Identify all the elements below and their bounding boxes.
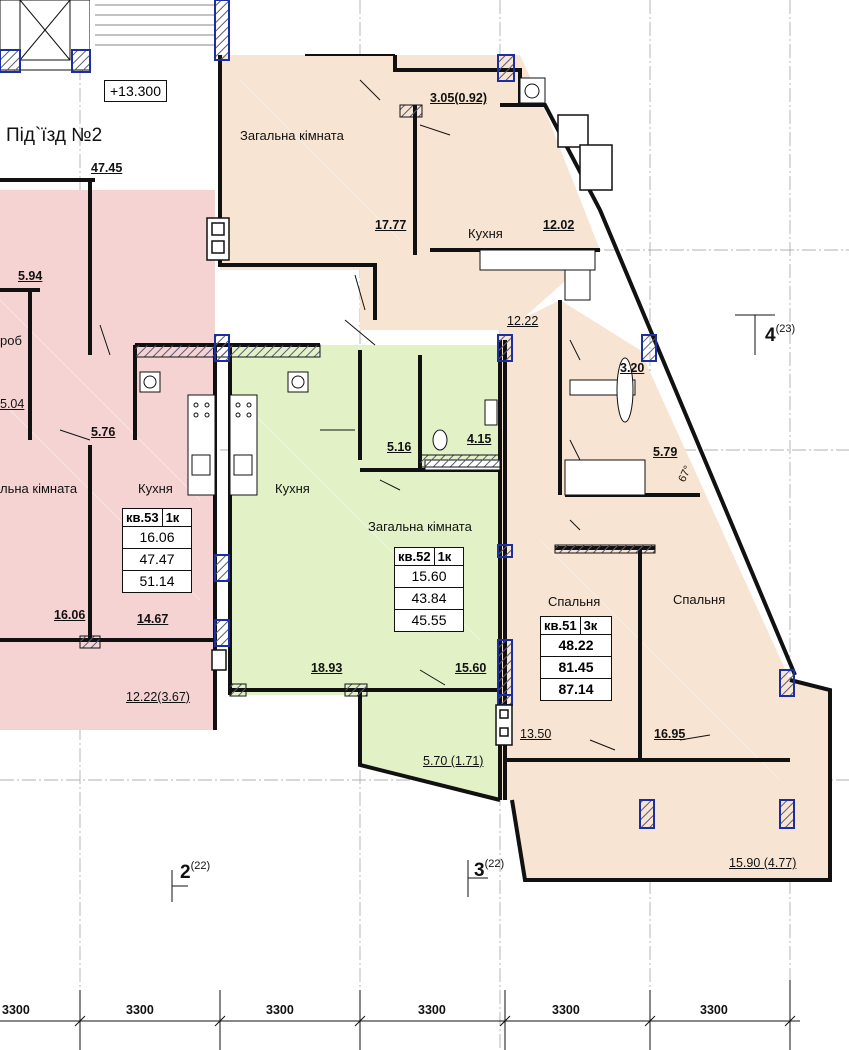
room-living-53: льна кімната — [0, 481, 78, 496]
section-sheet: (22) — [484, 858, 505, 870]
area-label: 16.95 — [654, 727, 686, 741]
dimension-label: 3300 — [2, 1003, 30, 1017]
dimension-label: 3300 — [266, 1003, 294, 1017]
room-bedroom-51b: Спальня — [673, 592, 726, 607]
living-area: 16.06 — [123, 527, 191, 549]
area-label: 12.22 — [507, 314, 539, 328]
area-label: 5.79 — [653, 445, 678, 459]
area-label: 5.16 — [387, 440, 412, 454]
section-marker-2: 2(22) — [180, 860, 211, 884]
total-area: 43.84 — [395, 588, 463, 610]
section-markers — [171, 314, 775, 902]
apartment-rooms: 3к — [579, 617, 601, 634]
dimension-label: 3300 — [552, 1003, 580, 1017]
area-label: 4.15 — [467, 432, 492, 446]
area-label: 15.90 (4.77) — [729, 856, 797, 870]
dimension-label: 3300 — [418, 1003, 446, 1017]
room-living-52: Загальна кімната — [368, 519, 472, 534]
section-number: 4 — [765, 325, 776, 346]
living-area: 48.22 — [541, 635, 611, 657]
area-label: 14.67 — [137, 612, 169, 626]
living-area: 15.60 — [395, 566, 463, 588]
stair-shaft — [0, 0, 220, 71]
room-kitchen-53: Кухня — [138, 481, 173, 496]
dimension-line — [0, 980, 800, 1050]
area-label: 5.04 — [0, 397, 25, 411]
area-label: 17.77 — [375, 218, 407, 232]
furniture-and-doors — [59, 54, 711, 751]
area-label: 47.45 — [91, 161, 123, 175]
apartment-rooms: 1к — [161, 509, 183, 526]
area-label: 18.93 — [311, 661, 343, 675]
section-marker-4: 4(23) — [765, 323, 796, 347]
section-number: 3 — [474, 860, 485, 881]
total-area: 47.47 — [123, 549, 191, 571]
area-label: 12.22(3.67) — [126, 690, 190, 704]
vent-blocks — [206, 217, 513, 746]
total-area-with-balcony: 87.14 — [558, 681, 594, 697]
area-label: 12.02 — [543, 218, 575, 232]
apartment-number: кв.53 — [126, 510, 159, 525]
area-label: 3.20 — [620, 361, 645, 375]
room-kitchen-top: Кухня — [468, 226, 503, 241]
columns — [0, 0, 795, 829]
room-kitchen-52: Кухня — [275, 481, 310, 496]
apartment-rooms: 1к — [433, 548, 455, 565]
area-label: 5.70 (1.71) — [423, 754, 484, 768]
area-label: 5.76 — [91, 425, 116, 439]
total-area-with-balcony: 45.55 — [411, 612, 447, 628]
room-living-top: Загальна кімната — [240, 128, 344, 143]
area-label: 5.94 — [18, 269, 43, 283]
total-area-with-balcony: 51.14 — [139, 573, 175, 589]
elevation-mark: +13.300 — [104, 80, 167, 102]
area-label: 16.06 — [54, 608, 86, 622]
section-sheet: (23) — [775, 323, 796, 335]
apartment-number: кв.52 — [398, 549, 431, 564]
dimension-label: 3300 — [126, 1003, 154, 1017]
apartment-number: кв.51 — [544, 618, 577, 633]
area-label: 15.60 — [455, 661, 487, 675]
area-label: 3.05(0.92) — [430, 91, 487, 105]
dimension-label: 3300 — [700, 1003, 728, 1017]
area-label: 13.50 — [520, 727, 552, 741]
total-area: 81.45 — [541, 657, 611, 679]
section-sheet: (22) — [190, 860, 211, 872]
entrance-label: Під`їзд №2 — [6, 125, 103, 146]
apartment-51-area — [500, 300, 830, 880]
room-bedroom-51a: Спальня — [548, 594, 601, 609]
section-marker-3: 3(22) — [474, 858, 505, 882]
room-storage-53: роб — [0, 333, 22, 348]
section-number: 2 — [180, 862, 191, 883]
